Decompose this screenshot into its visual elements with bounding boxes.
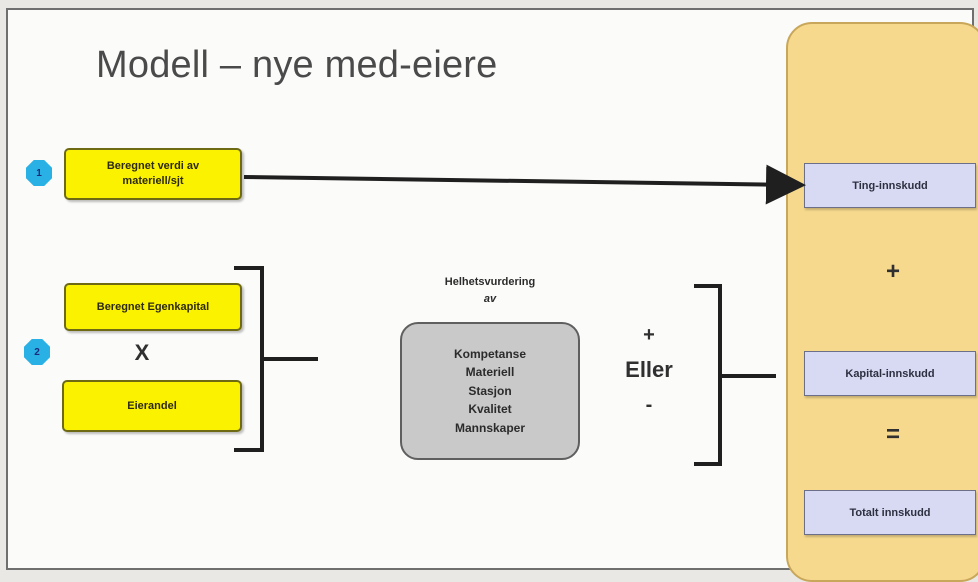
criteria-item: Mannskaper [454, 420, 526, 435]
box-capital-contribution: Kapital-innskudd [804, 351, 976, 396]
step-badge-1: 1 [26, 160, 52, 186]
plus-sign-middle: + [643, 324, 655, 346]
box-ownership-share: Eierandel [62, 380, 242, 432]
criteria-item: Materiell [465, 365, 515, 380]
criteria-item: Kompetanse [453, 346, 527, 361]
arrow-to-asset-contribution [243, 164, 806, 205]
bracket-right [694, 284, 722, 466]
assessment-heading-line2: av [483, 292, 497, 305]
criteria-item: Kvalitet [468, 402, 512, 417]
assessment-criteria-box: Kompetanse Materiell Stasjon Kvalitet Ma… [400, 322, 580, 460]
box-material-value-line2: materiell/sjt [122, 175, 184, 187]
box-asset-contribution: Ting-innskudd [804, 163, 976, 208]
box-material-value-line1: Beregnet verdi av [106, 160, 200, 173]
multiply-sign: X [134, 340, 150, 365]
or-label: Eller [625, 357, 673, 382]
box-equity: Beregnet Egenkapital [64, 283, 242, 331]
plus-sign-right: + [885, 258, 900, 285]
equals-sign: = [885, 421, 900, 448]
criteria-item: Stasjon [468, 383, 512, 398]
step-badge-2: 2 [24, 339, 50, 365]
slide-title: Modell – nye med-eiere [96, 44, 498, 86]
result-panel [786, 22, 978, 582]
box-total-contribution: Totalt innskudd [804, 490, 976, 535]
assessment-heading: Helhetsvurdering av [400, 274, 580, 307]
box-material-value: Beregnet verdi av materiell/sjt [64, 148, 242, 200]
assessment-heading-line1: Helhetsvurdering [444, 276, 536, 288]
bracket-left [234, 266, 264, 452]
minus-sign-middle: - [645, 394, 653, 416]
